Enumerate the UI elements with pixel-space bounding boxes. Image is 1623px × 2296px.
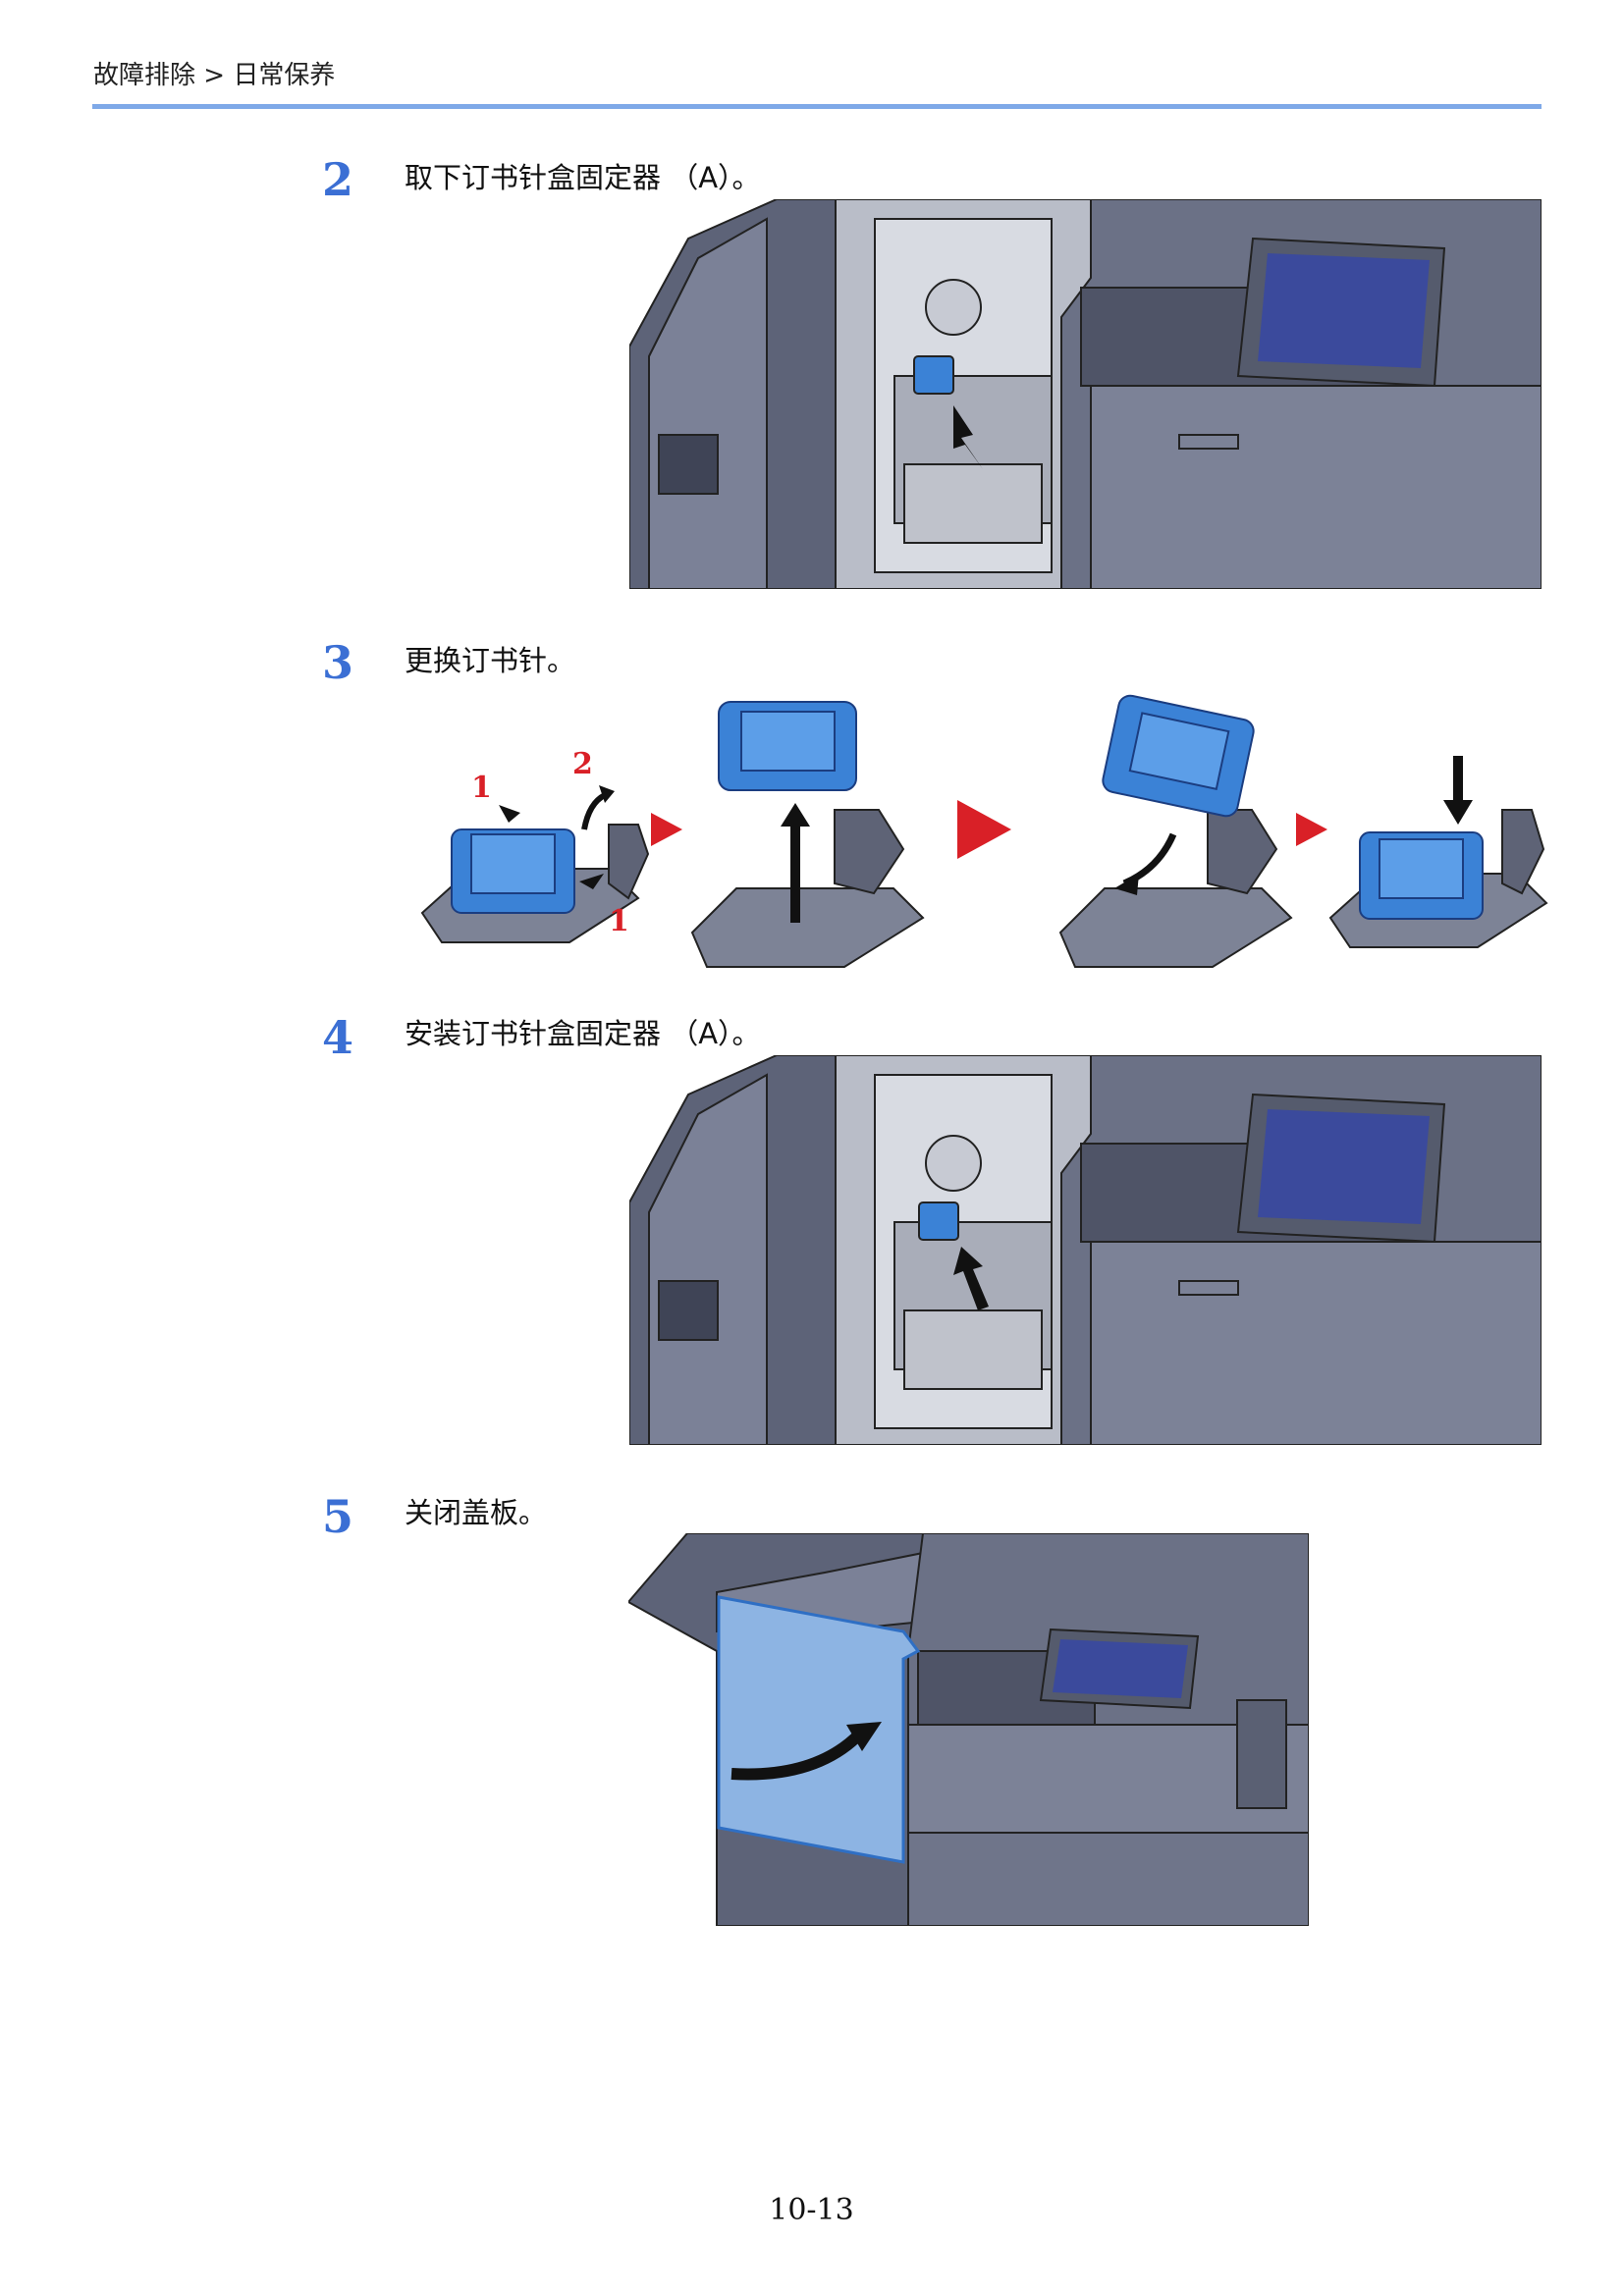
step-5-figure [626,1532,1310,1930]
step-4-figure [628,1054,1542,1449]
step-4-number: 4 [322,1011,354,1064]
next-arrow-1 [651,813,682,846]
step-3-number: 3 [322,636,354,689]
staple-cartridge-replace-illustration [1058,694,1293,968]
step-5-number: 5 [322,1490,354,1543]
breadcrumb: 故障排除 > 日常保养 [93,61,336,90]
next-arrow-2 [957,800,1011,859]
staple-cartridge-installed-illustration [1328,756,1548,948]
page-number: 10-13 [769,2193,854,2227]
header-divider [92,104,1542,109]
step-3-label-1b: 1 [609,904,629,938]
step-4-text: 安装订书针盒固定器 （A）。 [405,1017,761,1050]
next-arrow-3 [1296,813,1327,846]
step-3-label-2: 2 [572,747,593,781]
staple-cartridge-release-illustration: 1 2 1 [420,747,650,943]
step-2-number: 2 [322,153,354,206]
step-2-text: 取下订书针盒固定器 （A）。 [405,161,761,194]
step-3-figure: 1 2 1 [412,687,1551,976]
step-3-label-1: 1 [471,771,492,805]
step-3-text: 更换订书针。 [405,644,576,677]
cover-panel [717,1595,921,1864]
staple-cartridge-removed-illustration [690,701,925,968]
step-2-figure [628,198,1542,593]
step-5-text: 关闭盖板。 [405,1496,548,1529]
